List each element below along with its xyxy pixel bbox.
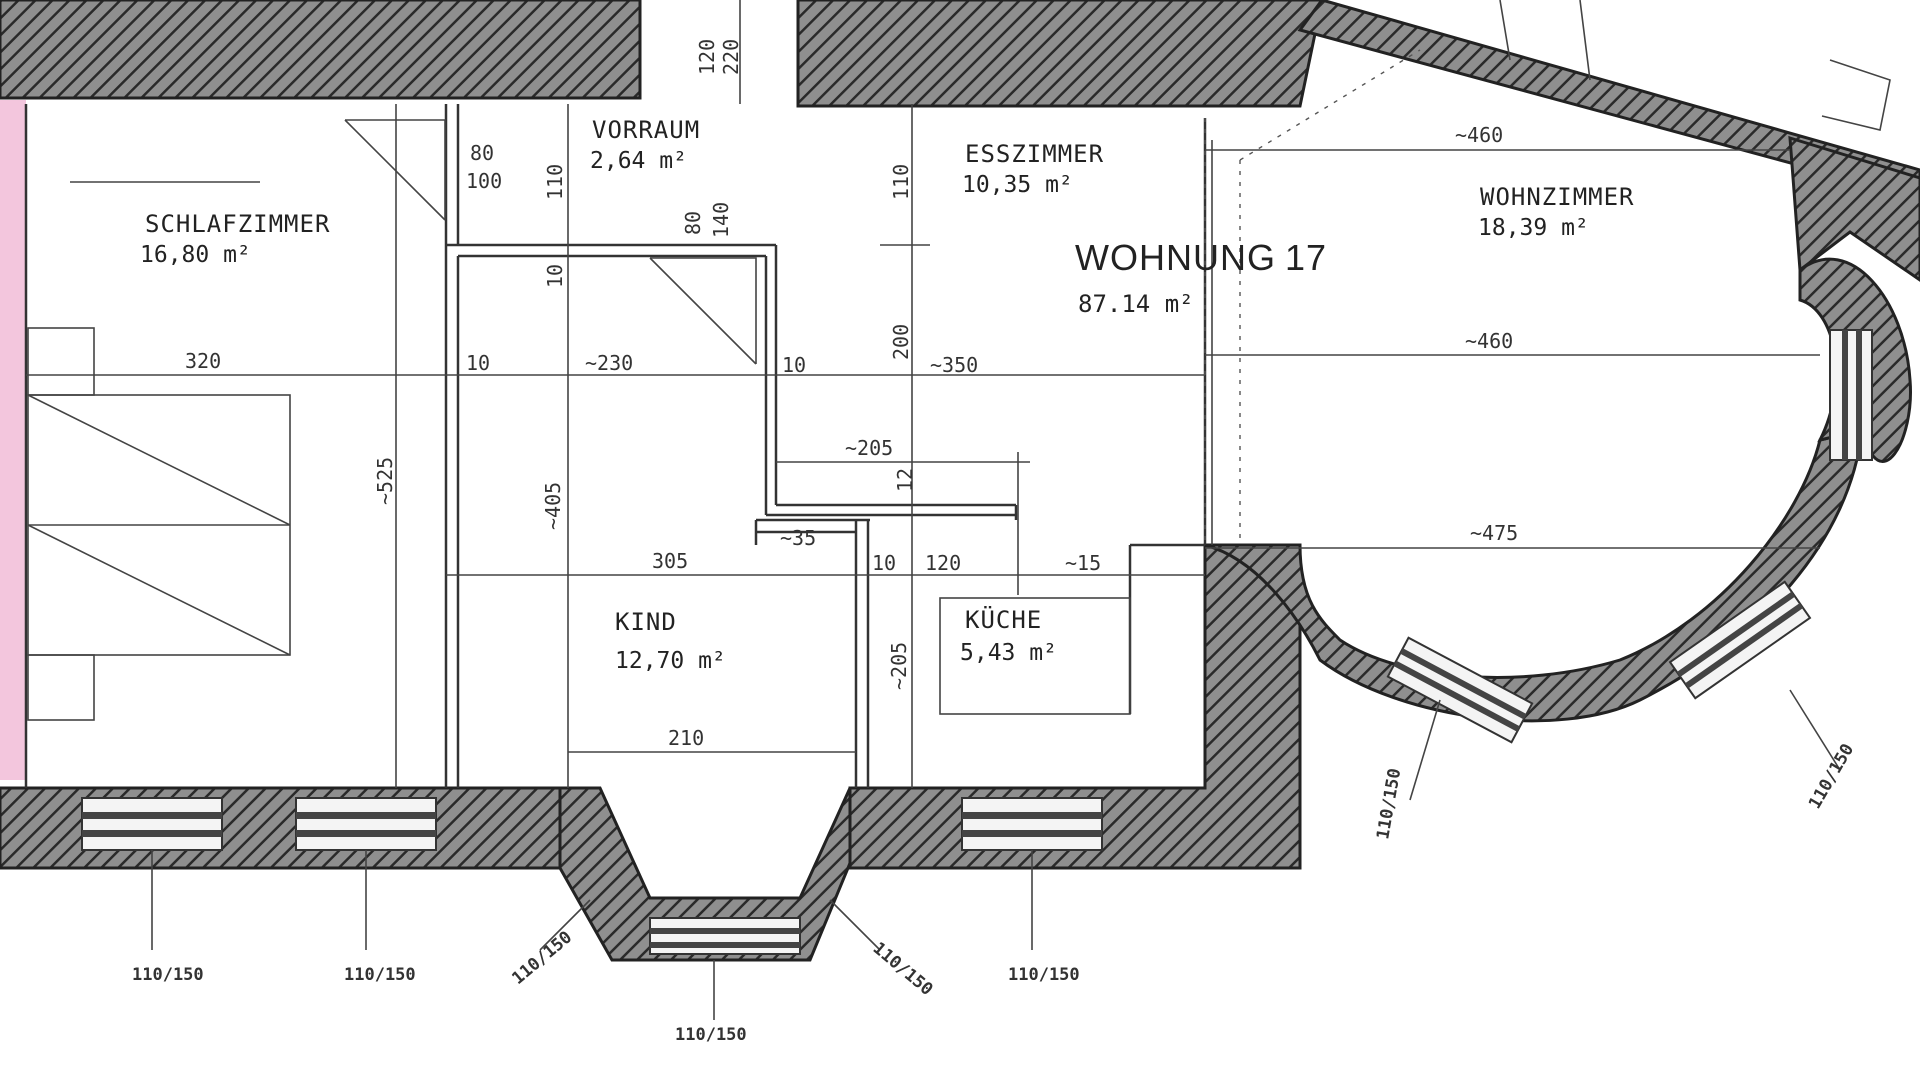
- dim-80: 80: [470, 141, 494, 165]
- wall-top-left: [0, 0, 642, 100]
- dim-120: 120: [925, 551, 961, 575]
- window-kueche: [961, 797, 1103, 851]
- dim-525: ~525: [373, 457, 397, 505]
- window-code-2: 110/150: [344, 965, 416, 985]
- room-label-esszimmer: ESSZIMMER: [965, 140, 1104, 168]
- window-code-6: 110/150: [1008, 965, 1080, 985]
- room-area-kueche: 5,43 m²: [960, 640, 1057, 666]
- dim-120-top: 120: [695, 39, 719, 75]
- outside-frames: [1499, 0, 1891, 131]
- dim-110-left: 110: [543, 164, 567, 200]
- window-code-7: 110/150: [1373, 767, 1405, 841]
- unit-number: 17: [1285, 237, 1327, 278]
- room-label-schlafzimmer: SCHLAFZIMMER: [145, 210, 330, 238]
- dim-35: ~35: [780, 526, 816, 550]
- room-area-wohnzimmer: 18,39 m²: [1478, 215, 1589, 241]
- dim-140: 140: [709, 202, 733, 238]
- door-swings: [344, 119, 757, 365]
- dim-475: ~475: [1470, 521, 1518, 545]
- dim-100: 100: [466, 169, 502, 193]
- dim-230: ~230: [585, 351, 633, 375]
- wall-top-right-diagonal: [1297, 0, 1920, 200]
- unit-area: 87.14 m²: [1078, 290, 1194, 318]
- dim-210: 210: [668, 726, 704, 750]
- dim-15: ~15: [1065, 551, 1101, 575]
- window-code-4: 110/150: [675, 1025, 747, 1045]
- window-schlafzimmer-1: [81, 797, 223, 851]
- dashed-lines: [1204, 49, 1421, 545]
- dimension-lines: [26, 0, 1820, 788]
- room-label-kueche: KÜCHE: [965, 605, 1042, 634]
- room-area-esszimmer: 10,35 m²: [962, 172, 1073, 198]
- dim-320: 320: [185, 349, 221, 373]
- room-label-wohnzimmer: WOHNZIMMER: [1480, 183, 1635, 211]
- window-code-1: 110/150: [132, 965, 204, 985]
- dim-205-horizontal: ~205: [845, 436, 893, 460]
- interior-walls: [24, 104, 1207, 788]
- dim-10-c: 10: [872, 551, 896, 575]
- dim-80-b: 80: [681, 211, 705, 235]
- dim-10-vertical: 10: [543, 264, 567, 288]
- room-area-kind: 12,70 m²: [615, 648, 726, 674]
- dim-200: 200: [889, 324, 913, 360]
- dim-12: 12: [893, 468, 917, 492]
- wall-right-pier: [1788, 135, 1920, 282]
- window-wohnzimmer-2: [1668, 580, 1812, 700]
- dim-460-mid: ~460: [1465, 329, 1513, 353]
- dim-460-top: ~460: [1455, 123, 1503, 147]
- window-code-8: 110/150: [1805, 740, 1858, 812]
- room-label-kind: KIND: [615, 608, 677, 636]
- room-area-schlafzimmer: 16,80 m²: [140, 242, 251, 268]
- window-kind-bay: [649, 917, 801, 955]
- edge-strip: [0, 100, 26, 780]
- room-label-vorraum: VORRAUM: [592, 116, 700, 144]
- dim-305: 305: [652, 549, 688, 573]
- bed: [27, 327, 291, 721]
- wall-top-middle: [796, 0, 1324, 108]
- window-wohnzimmer-1: [1386, 636, 1534, 744]
- dim-405: ~405: [541, 482, 565, 530]
- dim-110-right: 110: [889, 164, 913, 200]
- room-area-vorraum: 2,64 m²: [590, 148, 687, 174]
- kitchen-counter: [939, 597, 1131, 715]
- window-schlafzimmer-2: [295, 797, 437, 851]
- dim-10-b: 10: [782, 353, 806, 377]
- window-leaders: [151, 689, 1841, 1020]
- dim-220-top: 220: [719, 39, 743, 75]
- unit-name: WOHNUNG: [1075, 237, 1276, 278]
- dim-10-a: 10: [466, 351, 490, 375]
- dim-205-vertical: ~205: [887, 642, 911, 690]
- wall-curved-bay: [1204, 428, 1864, 723]
- window-code-5: 110/150: [869, 939, 937, 1000]
- window-wohnzimmer-3: [1829, 329, 1873, 461]
- window-code-3: 110/150: [508, 927, 576, 988]
- dim-350: ~350: [930, 353, 978, 377]
